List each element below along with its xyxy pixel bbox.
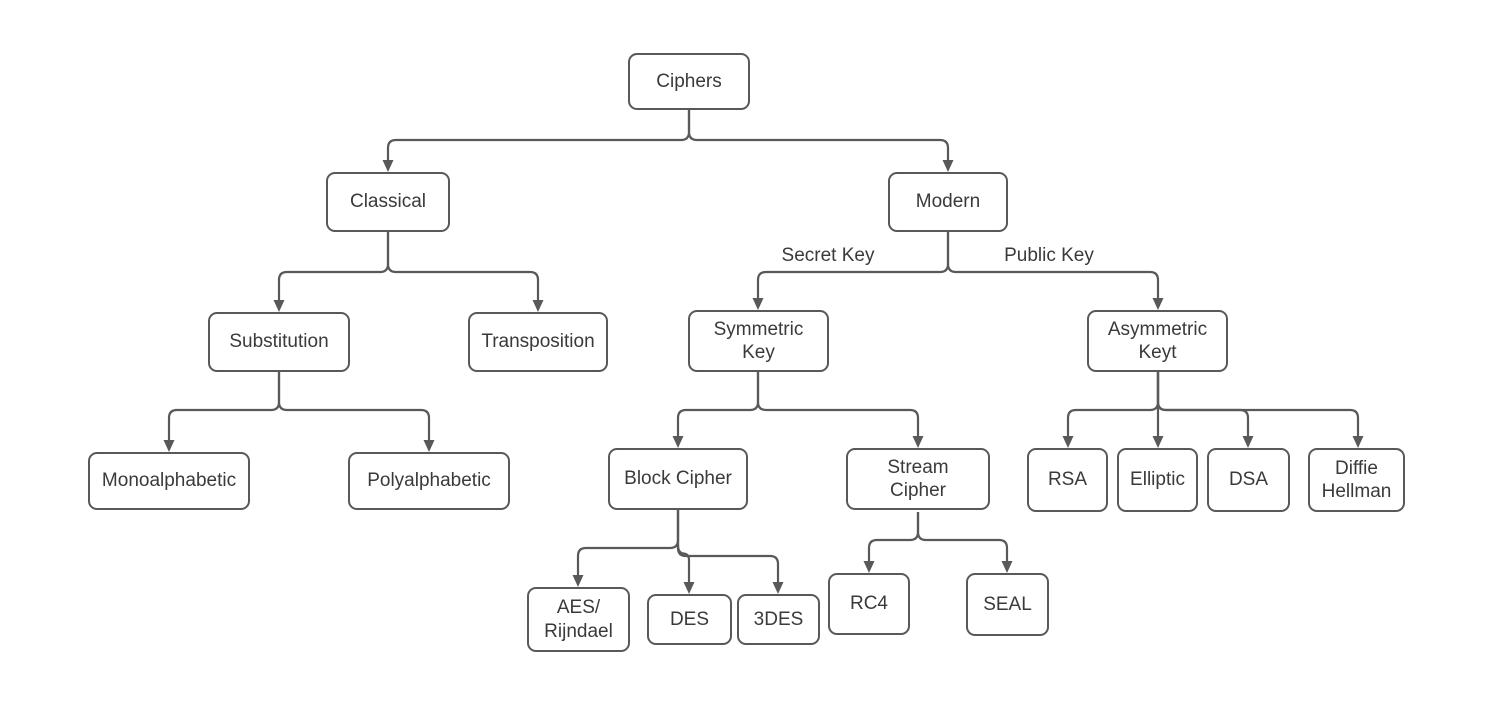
- edge-ciphers-modern: [687, 110, 954, 172]
- node-classical[interactable]: Classical: [326, 172, 450, 232]
- node-transposition-label: Transposition: [481, 331, 595, 353]
- edge-classical-transposition: [386, 232, 544, 312]
- edge-symmetric-block-cipher: [672, 372, 760, 448]
- node-substitution-label: Substitution: [229, 331, 329, 353]
- node-block-cipher[interactable]: Block Cipher: [608, 448, 748, 510]
- node-3des-label: 3DES: [753, 608, 804, 630]
- edge-substitution-monoalphabetic: [163, 372, 281, 452]
- edge-substitution-polyalphabetic: [277, 372, 435, 452]
- node-asymmetric-keyt[interactable]: Asymmetric Keyt: [1087, 310, 1228, 372]
- node-rc4[interactable]: RC4: [828, 573, 910, 635]
- node-symmetric-key-label: Symmetric Key: [713, 318, 804, 363]
- node-ciphers-label: Ciphers: [656, 70, 722, 92]
- edge-classical-substitution: [273, 232, 390, 312]
- node-asymmetric-keyt-label: Asymmetric Keyt: [1107, 318, 1208, 363]
- node-dsa[interactable]: DSA: [1207, 448, 1290, 512]
- node-monoalphabetic-label: Monoalphabetic: [101, 470, 237, 492]
- edge-stream-seal: [916, 512, 1013, 573]
- edge-modern-asymmetric-keyt: [946, 232, 1164, 310]
- node-polyalphabetic[interactable]: Polyalphabetic: [348, 452, 510, 510]
- edge-stream-rc4: [863, 512, 920, 573]
- node-aes-rijndael[interactable]: AES/ Rijndael: [527, 587, 630, 652]
- edge-block-3des: [676, 510, 784, 594]
- node-stream-cipher[interactable]: Stream Cipher: [846, 448, 990, 510]
- node-stream-cipher-label: Stream Cipher: [887, 456, 949, 501]
- node-diffie-hellman-label: Diffie Hellman: [1321, 457, 1392, 502]
- node-substitution[interactable]: Substitution: [208, 312, 350, 372]
- node-block-cipher-label: Block Cipher: [624, 468, 732, 490]
- edge-ciphers-classical: [382, 110, 691, 172]
- node-des-label: DES: [669, 608, 710, 630]
- node-des[interactable]: DES: [647, 594, 732, 645]
- edge-block-aes-rijndael: [572, 510, 680, 587]
- node-rsa-label: RSA: [1047, 469, 1088, 491]
- edge-asymmetric-dsa: [1156, 372, 1254, 448]
- node-modern-label: Modern: [915, 191, 981, 213]
- node-3des[interactable]: 3DES: [737, 594, 820, 645]
- node-ciphers[interactable]: Ciphers: [628, 53, 750, 110]
- node-transposition[interactable]: Transposition: [468, 312, 608, 372]
- node-elliptic-label: Elliptic: [1130, 469, 1185, 491]
- node-dsa-label: DSA: [1228, 469, 1269, 491]
- node-modern[interactable]: Modern: [888, 172, 1008, 232]
- node-rsa[interactable]: RSA: [1027, 448, 1108, 512]
- node-elliptic[interactable]: Elliptic: [1117, 448, 1198, 512]
- edge-label-public-key: Public Key: [1004, 245, 1094, 266]
- node-rc4-label: RC4: [849, 593, 888, 615]
- edge-symmetric-stream-cipher: [756, 372, 924, 448]
- edge-asymmetric-diffie-hellman: [1156, 372, 1364, 448]
- node-seal[interactable]: SEAL: [966, 573, 1049, 636]
- node-polyalphabetic-label: Polyalphabetic: [367, 470, 491, 492]
- node-classical-label: Classical: [349, 191, 427, 213]
- node-diffie-hellman[interactable]: Diffie Hellman: [1308, 448, 1405, 512]
- edge-label-secret-key: Secret Key: [781, 245, 875, 266]
- node-monoalphabetic[interactable]: Monoalphabetic: [88, 452, 250, 510]
- node-symmetric-key[interactable]: Symmetric Key: [688, 310, 829, 372]
- edge-asymmetric-rsa: [1062, 372, 1160, 448]
- node-aes-rijndael-label: AES/ Rijndael: [544, 597, 613, 642]
- node-seal-label: SEAL: [983, 593, 1032, 615]
- edge-block-des: [676, 510, 695, 594]
